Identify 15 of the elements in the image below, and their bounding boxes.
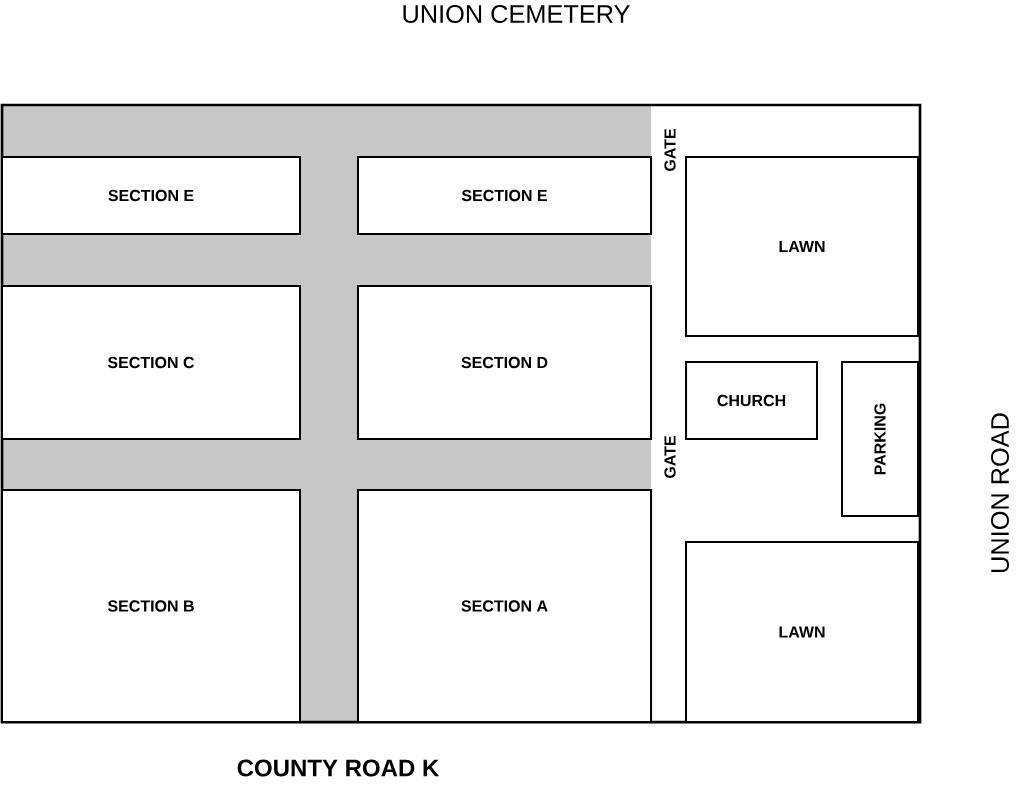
plot-area: LAWN xyxy=(685,541,919,723)
road-label: COUNTY ROAD K xyxy=(237,759,440,777)
plot-area: LAWN xyxy=(685,156,919,337)
plot-area: SECTION E xyxy=(1,155,301,236)
plot-area: PARKING xyxy=(841,361,919,517)
plot-area: CHURCH xyxy=(685,360,818,441)
gate-label: GATE xyxy=(664,129,676,171)
map-title: UNION CEMETERY xyxy=(403,5,630,23)
plot-area: SECTION E xyxy=(356,155,653,236)
road-label: UNION ROAD xyxy=(991,413,1009,572)
plot-area: SECTION D xyxy=(356,284,653,441)
plot-area: SECTION C xyxy=(1,284,301,441)
plot-area: SECTION B xyxy=(1,489,301,723)
plot-area: SECTION A xyxy=(356,489,653,723)
gate-label: GATE xyxy=(664,436,676,478)
